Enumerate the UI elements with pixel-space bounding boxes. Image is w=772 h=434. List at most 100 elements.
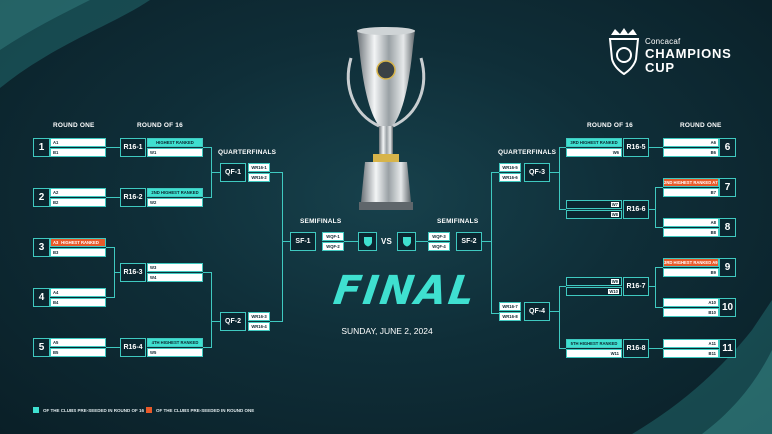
slot-winner: W11 <box>566 349 622 358</box>
connector <box>655 227 663 228</box>
slot-a-highest-ranked: 2ND HIGHEST RANKED A7 <box>663 178 719 187</box>
legend-teal-text: OF THE CLUBS PRE-SEEDED IN ROUND OF 16 <box>43 408 145 413</box>
connector <box>482 241 491 242</box>
connector <box>106 347 120 348</box>
slot-a: A1 <box>50 138 106 147</box>
brand-name-big2: CUP <box>645 60 675 75</box>
finalist-right <box>397 232 416 251</box>
slot-winner: W2 <box>147 198 203 207</box>
match-sf-2: SF-2 <box>456 232 482 251</box>
connector <box>550 311 559 312</box>
final-title: FINAL <box>330 268 480 314</box>
slot-winner: WR16-6 <box>499 173 521 182</box>
connector <box>559 286 566 287</box>
slot-winner: WQF-3 <box>428 232 450 241</box>
slot-highest-ranked: 3RD HIGHEST RANKED <box>566 138 622 147</box>
slot-b: B6 <box>663 148 719 157</box>
slot-winner: WQF-4 <box>428 242 450 251</box>
slot-winner: WR16-2 <box>248 173 270 182</box>
connector <box>649 147 663 148</box>
slot-b: B4 <box>50 298 106 307</box>
slot-highest-ranked: 5TH HIGHEST RANKED <box>566 339 622 348</box>
header-qf-right: QUARTERFINALS <box>498 149 557 156</box>
connector <box>655 307 663 308</box>
match-r16-7: R16-7 <box>623 277 649 296</box>
connector <box>282 172 283 322</box>
connector <box>106 247 114 248</box>
connector <box>655 267 663 268</box>
slot-a: A5 <box>50 338 106 347</box>
slot-winner: W8 <box>566 210 622 219</box>
connector <box>559 286 560 349</box>
connector <box>491 172 492 314</box>
vs-label: VS <box>381 237 393 246</box>
match-r16-6: R16-6 <box>623 200 649 219</box>
slot-b: B1 <box>50 148 106 157</box>
round-one-pair: 3RD HIGHEST RANKED A9 B9 <box>663 258 719 277</box>
connector <box>559 348 566 349</box>
connector <box>114 272 120 273</box>
header-r16-right: ROUND OF 16 <box>587 122 633 129</box>
r16-pair: W3 W4 <box>147 263 203 282</box>
match-number: 10 <box>719 298 736 317</box>
connector <box>491 313 499 314</box>
match-number: 5 <box>33 338 50 357</box>
r16-pair: 4TH HIGHEST RANKED W5 <box>147 338 203 357</box>
match-number: 6 <box>719 138 736 157</box>
r16-pair: 5TH HIGHEST RANKED W11 <box>566 339 622 358</box>
shield-icon <box>363 237 372 247</box>
match-qf-4: QF-4 <box>524 302 550 321</box>
connector <box>491 172 499 173</box>
header-r16-left: ROUND OF 16 <box>137 122 183 129</box>
r16-pair: 2ND HIGHEST RANKED W2 <box>147 188 203 207</box>
legend-orange-swatch <box>146 407 152 413</box>
match-number: 8 <box>719 218 736 237</box>
r16-pair: 3RD HIGHEST RANKED W6 <box>566 138 622 157</box>
slot-winner: WR16-5 <box>499 163 521 172</box>
connector <box>559 209 566 210</box>
brand-name-small: Concacaf <box>645 37 681 46</box>
connector <box>203 347 211 348</box>
connector <box>655 267 656 308</box>
connector <box>270 172 282 173</box>
slot-b: B3 <box>50 248 106 257</box>
final-date: SUNDAY, JUNE 2, 2024 <box>341 326 433 336</box>
match-r16-8: R16-8 <box>623 339 649 358</box>
slot-a: A10 <box>663 298 719 307</box>
match-number: 7 <box>719 178 736 197</box>
shield-icon <box>402 237 411 247</box>
match-number: 3 <box>33 238 50 257</box>
slot-b: B10 <box>663 308 719 317</box>
match-sf-1: SF-1 <box>290 232 316 251</box>
trophy-icon <box>346 27 426 210</box>
round-one-pair: A6 B6 <box>663 138 719 157</box>
connector <box>106 147 120 148</box>
connector <box>203 272 211 273</box>
match-number: 11 <box>719 339 736 358</box>
connector <box>211 172 220 173</box>
connector <box>649 209 655 210</box>
slot-a: A11 <box>663 339 719 348</box>
round-one-pair: A1 B1 <box>50 138 106 157</box>
legend-orange-text: OF THE CLUBS PRE-SEEDED IN ROUND ONE <box>156 408 255 413</box>
connector <box>559 147 560 210</box>
slot-a-highest-ranked: A3 HIGHEST RANKED <box>50 238 106 247</box>
connector <box>282 241 290 242</box>
slot-a: A8 <box>663 218 719 227</box>
brush-top-left <box>0 0 150 88</box>
round-one-pair: A11 B11 <box>663 339 719 358</box>
connector <box>655 187 663 188</box>
header-round-one-left: ROUND ONE <box>53 122 95 129</box>
slot-winner: W6 <box>566 148 622 157</box>
round-one-pair: A2 B2 <box>50 188 106 207</box>
match-qf-1: QF-1 <box>220 163 246 182</box>
round-one-pair: A8 B8 <box>663 218 719 237</box>
slot-winner: W4 <box>147 273 203 282</box>
slot-b: B8 <box>663 228 719 237</box>
r16-pair: W9 W10 <box>566 277 622 296</box>
slot-highest-ranked: HIGHEST RANKED <box>147 138 203 147</box>
connector <box>649 348 663 349</box>
slot-highest-ranked: 4TH HIGHEST RANKED <box>147 338 203 347</box>
connector <box>416 241 428 242</box>
slot-winner: W3 <box>147 263 203 272</box>
